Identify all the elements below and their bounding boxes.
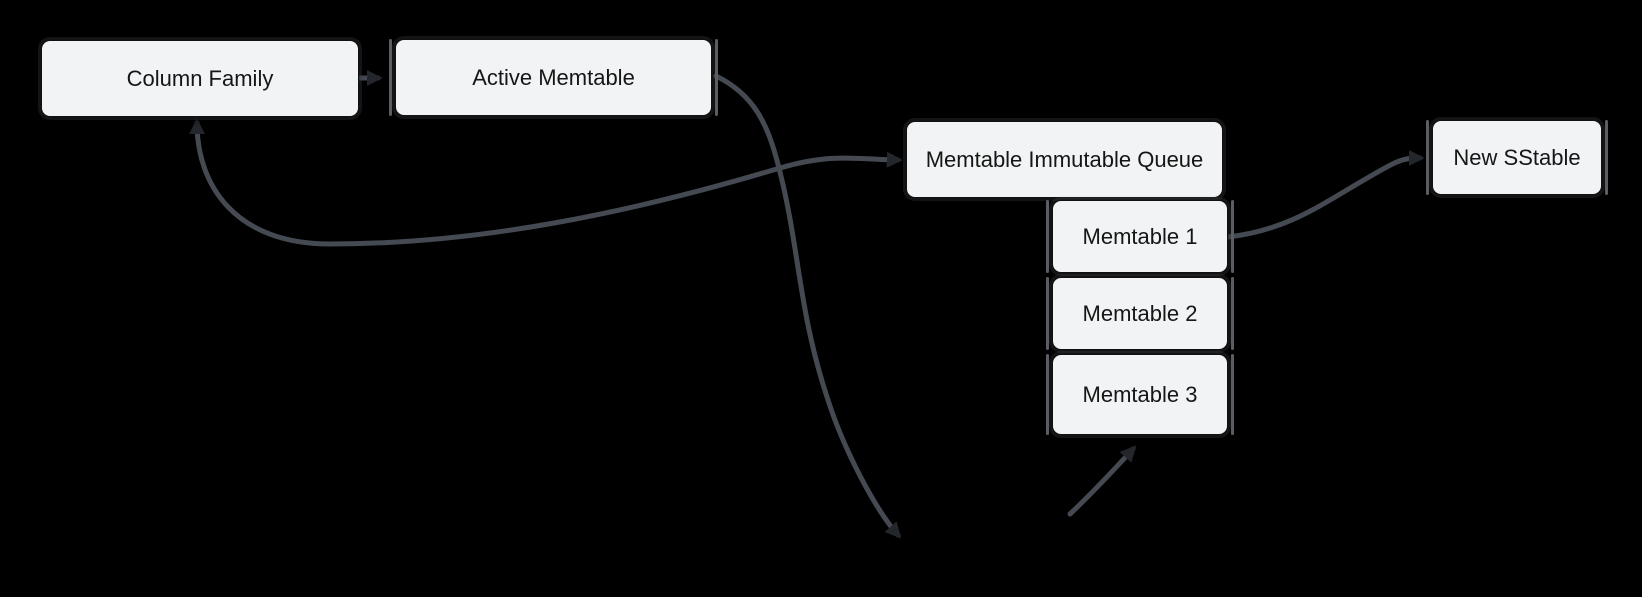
node-label: Active Memtable <box>472 64 635 90</box>
node-memtable-immutable-queue: Memtable Immutable Queue <box>906 121 1223 198</box>
node-memtable-3: Memtable 3 <box>1046 354 1234 435</box>
node-label: Column Family <box>126 65 274 91</box>
node-active-memtable: Active Memtable <box>389 39 718 116</box>
edge-memtable-1-to-new-sstable <box>1225 150 1425 240</box>
node-label: Memtable 1 <box>1082 223 1198 249</box>
edge-offscreen-bottom-to-memtable-3 <box>1067 445 1137 517</box>
node-label: New SStable <box>1453 144 1581 170</box>
node-label: Memtable 3 <box>1082 381 1198 407</box>
node-memtable-2: Memtable 2 <box>1046 277 1234 350</box>
node-column-family: Column Family <box>41 40 359 117</box>
node-new-sstable: New SStable <box>1426 120 1608 195</box>
node-label: Memtable Immutable Queue <box>925 146 1204 172</box>
edge-column-family-queue-bidirectional-swoop <box>189 118 903 247</box>
node-memtable-1: Memtable 1 <box>1046 200 1234 273</box>
edge-active-memtable-flush-down <box>713 73 902 539</box>
node-label: Memtable 2 <box>1082 300 1198 326</box>
